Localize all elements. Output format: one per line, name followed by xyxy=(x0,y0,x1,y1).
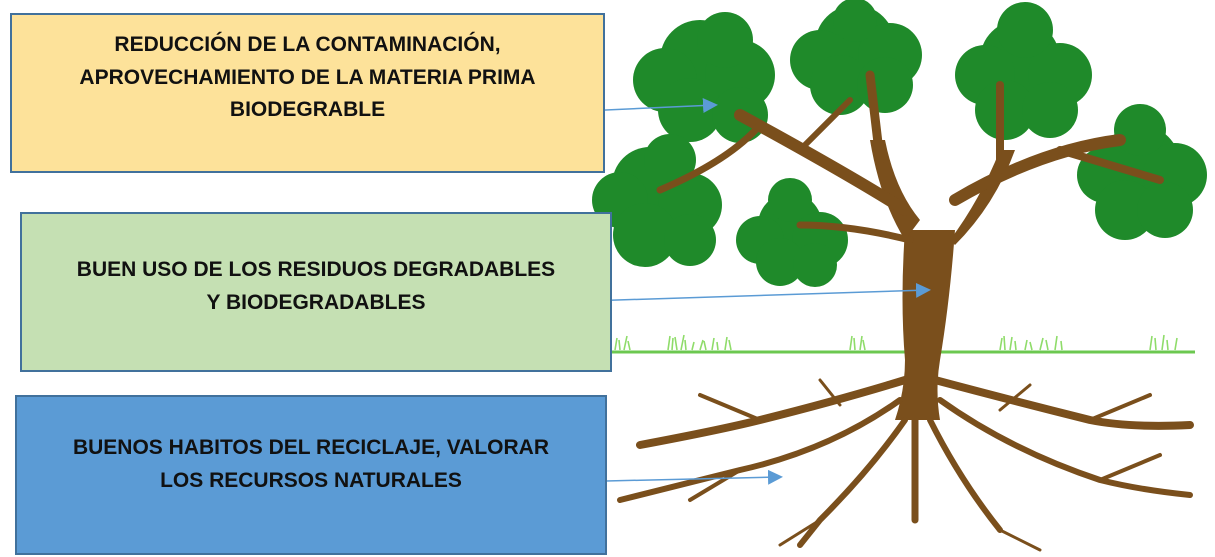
text-box-top-line2: APROVECHAMIENTO DE LA MATERIA PRIMA xyxy=(79,65,536,89)
text-box-bottom-line1: BUENOS HABITOS DEL RECICLAJE, VALORAR xyxy=(72,436,550,460)
arrow-bottom xyxy=(605,469,783,485)
arrow-middle xyxy=(555,282,931,303)
text-box-top: REDUCCIÓN DE LA CONTAMINACIÓN, APROVECHA… xyxy=(10,13,605,173)
text-box-top-line3: BIODEGRABLE xyxy=(229,98,386,122)
text-box-middle-line1: BUEN USO DE LOS RESIDUOS DEGRADABLES xyxy=(76,258,556,282)
text-box-bottom: BUENOS HABITOS DEL RECICLAJE, VALORAR LO… xyxy=(15,395,607,555)
grass-icon xyxy=(610,334,1195,354)
tree-icon xyxy=(617,70,1194,552)
text-box-middle: BUEN USO DE LOS RESIDUOS DEGRADABLES Y B… xyxy=(20,212,612,372)
text-box-middle-line2: Y BIODEGRADABLES xyxy=(206,291,426,314)
text-box-bottom-line2: LOS RECURSOS NATURALES xyxy=(160,469,462,492)
text-box-top-line1: REDUCCIÓN DE LA CONTAMINACIÓN, xyxy=(114,33,501,57)
foliage xyxy=(592,0,1207,287)
